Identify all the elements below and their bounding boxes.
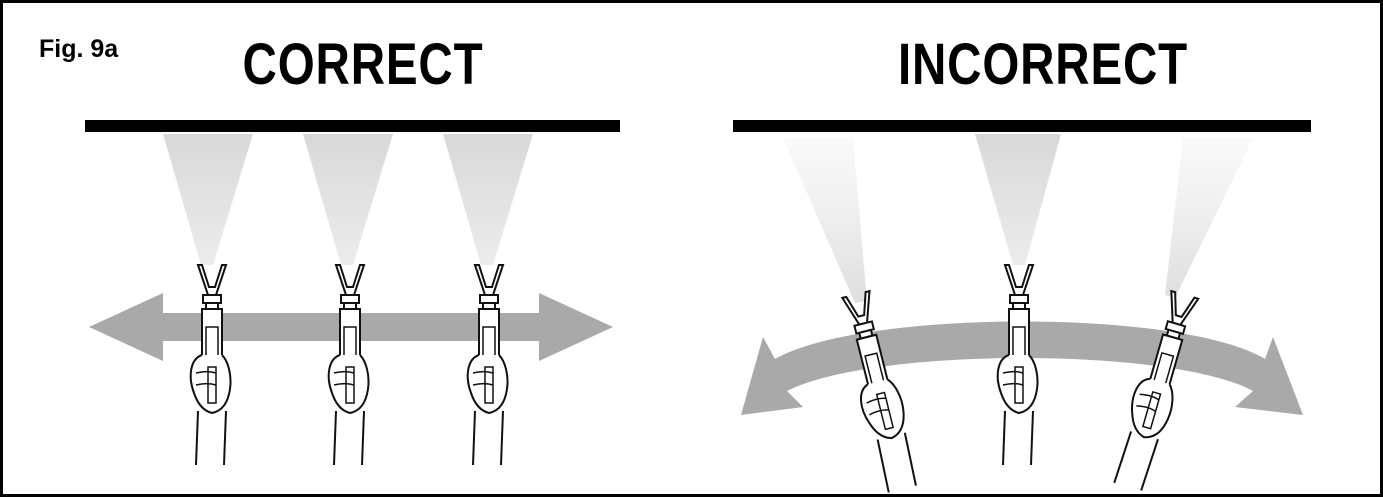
figure-label: Fig. 9a — [39, 35, 119, 63]
correct-heading: CORRECT — [242, 32, 484, 97]
spray-gun-icon — [189, 264, 232, 466]
spray-gun-icon — [466, 264, 509, 466]
spray-gun-icon — [834, 289, 924, 494]
spray-fan-icon — [783, 138, 867, 303]
spray-gun-icon — [327, 264, 370, 466]
spray-gun-icon — [996, 264, 1039, 466]
spray-fan-icon — [303, 134, 393, 265]
spray-technique-illustration — [85, 120, 1311, 494]
spray-gun-icon — [1108, 288, 1204, 494]
spray-fan-icon — [163, 134, 253, 265]
incorrect-surface-bar — [733, 120, 1311, 132]
incorrect-heading: INCORRECT — [897, 32, 1189, 97]
spray-fan-icon — [1165, 138, 1253, 298]
correct-surface-bar — [85, 120, 620, 132]
spray-fan-icon — [443, 134, 533, 265]
spray-fan-icon — [975, 134, 1061, 265]
